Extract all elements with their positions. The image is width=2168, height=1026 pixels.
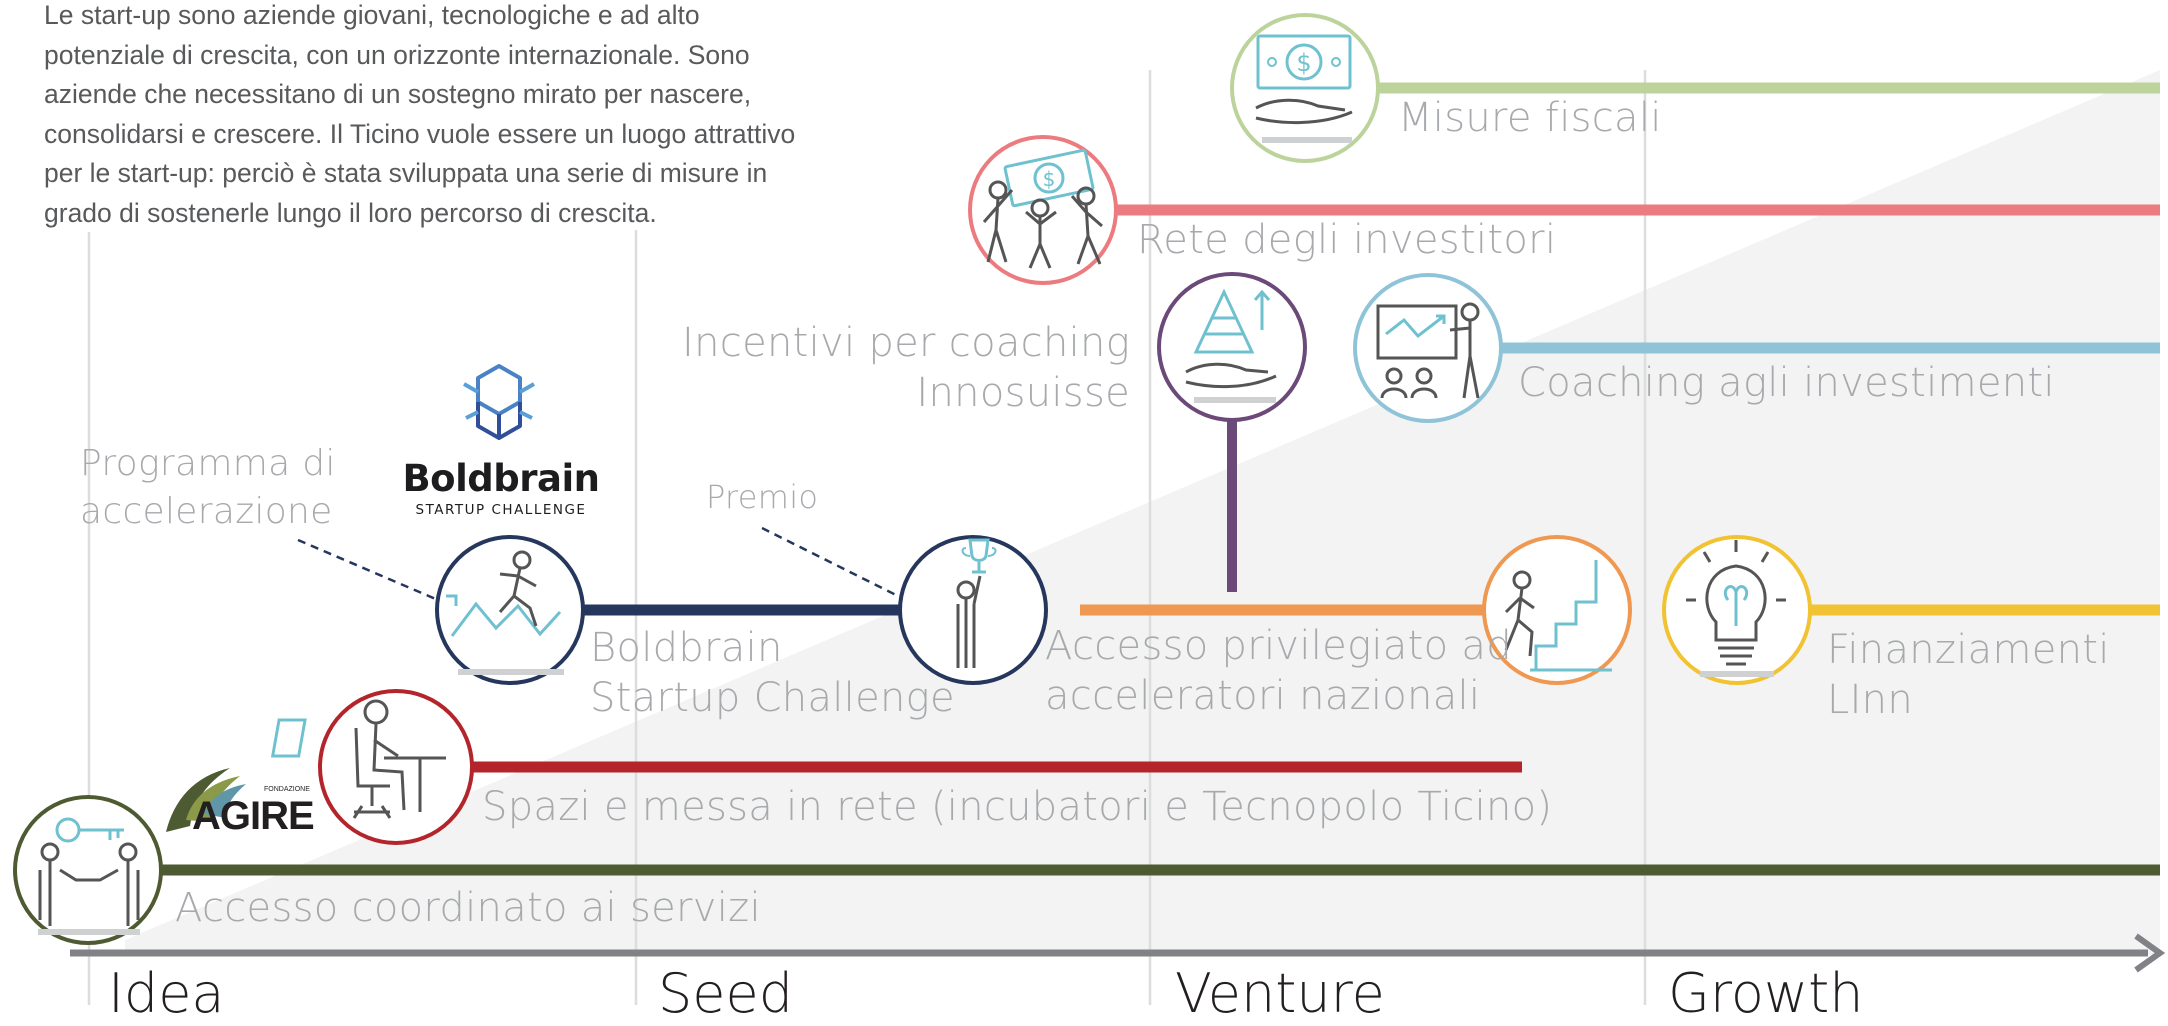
label-programma-accelerazione: Programma di accelerazione [80,440,336,536]
label-finanziamenti-line2: LInn [1827,677,1913,723]
growth-runner-icon [435,535,585,685]
label-finanziamenti-line1: Finanziamenti [1827,627,2110,673]
money-hand-icon: $ [1230,13,1380,163]
intro-paragraph: Le start-up sono aziende giovani, tecnol… [44,0,796,228]
growth-area [125,70,2160,955]
label-incentivi-line1: Incentivi per coaching [682,320,1130,366]
label-spazi-rete: Spazi e messa in rete (incubatori e Tecn… [482,784,1553,830]
stage-growth: Growth [1668,962,1864,1025]
trophy-person-icon [898,535,1048,685]
label-finanziamenti-linn: Finanziamenti LInn [1827,625,2110,725]
desk-worker-icon [270,689,474,845]
stage-seed: Seed [658,962,793,1025]
boldbrain-logo-subtitle: STARTUP CHALLENGE [415,502,587,518]
label-rete-investitori: Rete degli investitori [1137,217,1557,263]
agire-logo-small: FONDAZIONE [264,786,310,793]
boldbrain-logo-name: Boldbrain [402,457,600,500]
prize-pointer [761,526,903,600]
label-acceleratori-line2: acceleratori nazionali [1045,673,1481,719]
label-premio: Premio [706,478,819,516]
label-boldbrain-line2: Startup Challenge [590,675,955,721]
label-programma-line2: accelerazione [80,491,333,532]
svg-text:$: $ [1296,49,1311,77]
agire-logo: FONDAZIONE AGIRE [164,764,315,844]
label-acceleratori-line1: Accesso privilegiato ad [1045,623,1512,669]
label-incentivi-coaching: Incentivi per coaching Innosuisse [600,318,1130,418]
stairs-climber-icon [1482,535,1632,685]
label-accesso-acceleratori: Accesso privilegiato ad acceleratori naz… [1045,621,1512,721]
stage-idea: Idea [108,962,225,1025]
agire-logo-name: AGIRE [192,794,315,838]
boldbrain-logo: Boldbrain STARTUP CHALLENGE [396,360,606,520]
presentation-icon [1353,273,1503,423]
investors-icon: $ [968,135,1118,285]
stage-venture: Venture [1175,962,1385,1025]
time-axis-arrowhead [2134,933,2166,973]
svg-text:$: $ [1043,167,1056,191]
label-incentivi-line2: Innosuisse [916,370,1130,416]
pyramid-hand-icon [1157,272,1307,422]
key-handshake-icon [13,795,163,945]
acceleration-pointer [297,538,439,602]
label-coaching-investimenti: Coaching agli investimenti [1518,360,2055,406]
label-programma-line1: Programma di [80,443,336,484]
label-accesso-servizi: Accesso coordinato ai servizi [175,885,761,931]
label-boldbrain-challenge: Boldbrain Startup Challenge [590,623,955,723]
label-boldbrain-line1: Boldbrain [590,625,783,671]
label-misure-fiscali: Misure fiscali [1398,95,1662,141]
agire-logo-mark [166,768,246,832]
boldbrain-logo-mark [463,364,535,440]
lightbulb-brain-icon [1662,535,1812,685]
